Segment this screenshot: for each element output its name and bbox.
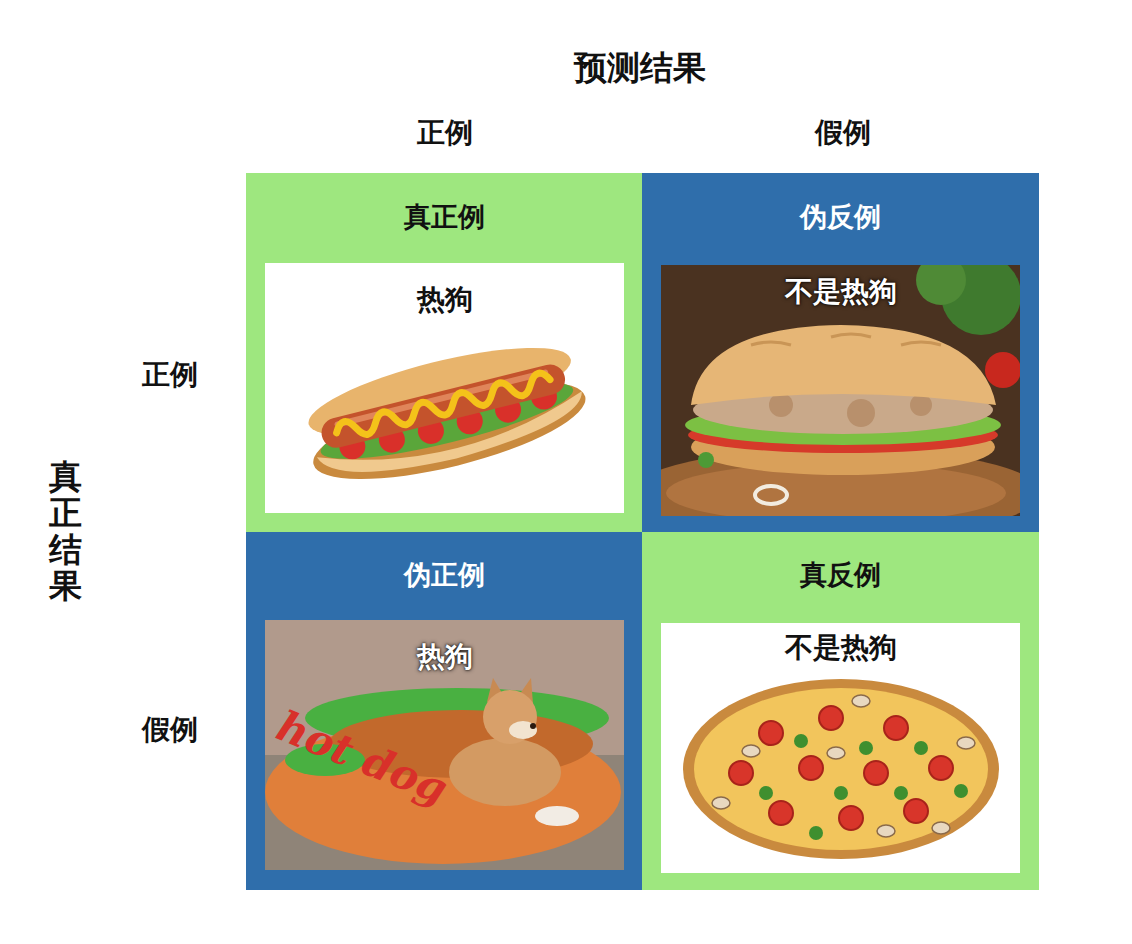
axis-title: 预测结果	[574, 48, 706, 88]
image-box: 不是热狗	[661, 623, 1020, 873]
cell-heading: 伪正例	[246, 559, 642, 591]
row-header: 正例	[142, 358, 198, 392]
matrix-cell: 伪反例 不是热狗	[642, 173, 1039, 532]
image-box: 热狗	[265, 263, 624, 513]
cell-heading: 真反例	[642, 559, 1039, 591]
column-header: 正例	[417, 116, 473, 150]
image-caption: 热狗	[265, 640, 624, 674]
image-caption: 不是热狗	[661, 275, 1020, 309]
image-caption: 热狗	[265, 283, 624, 317]
image-caption: 不是热狗	[661, 631, 1020, 665]
image-box: 不是热狗	[661, 265, 1020, 516]
column-header: 假例	[815, 116, 871, 150]
matrix-cell: 真正例 热狗	[246, 173, 642, 532]
hotdog	[297, 329, 594, 500]
pizza-toppings	[729, 706, 953, 830]
pizza-greens	[759, 734, 968, 840]
pizza-mushrooms	[712, 695, 975, 837]
axis-title: 真正结果	[49, 459, 82, 604]
cell-heading: 真正例	[246, 201, 642, 233]
row-header: 假例	[142, 713, 198, 747]
cell-heading: 伪反例	[642, 201, 1039, 233]
matrix-cell: 真反例	[642, 532, 1039, 890]
